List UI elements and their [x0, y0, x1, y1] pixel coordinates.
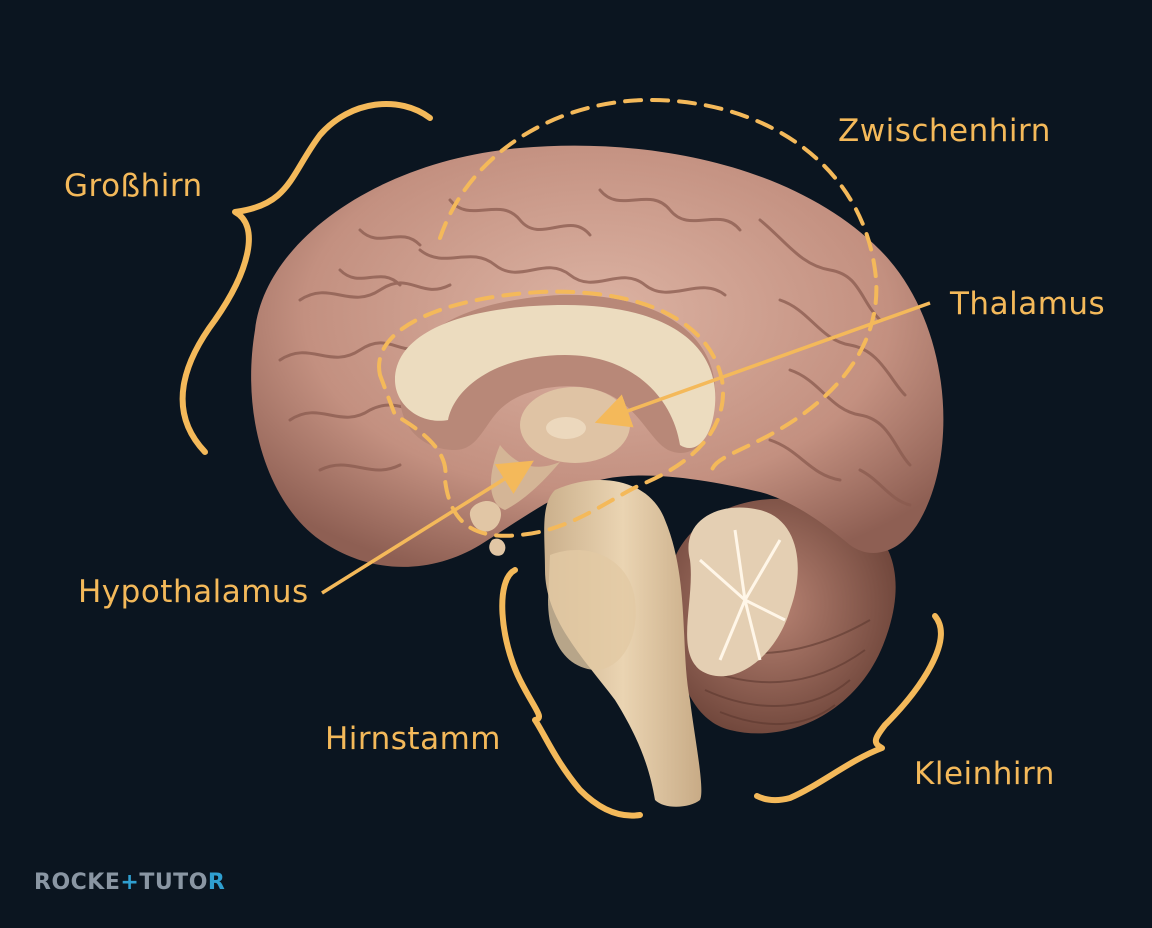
brand-logo: ROCKE+TUTOR [34, 872, 225, 894]
logo-text-part3: R [207, 870, 226, 895]
annotation-arrows [321, 301, 931, 595]
brainstem [544, 480, 702, 807]
label-hypothalamus: Hypothalamus [78, 574, 309, 610]
zwischenhirn-outline [438, 97, 879, 472]
annotation-outlines [377, 97, 879, 538]
cerebellum [668, 498, 896, 734]
hypothalamus-arrow [321, 460, 534, 595]
logo-plus-symbol: + [120, 870, 140, 895]
label-grosshirn: Großhirn [64, 168, 203, 204]
label-kleinhirn: Kleinhirn [914, 756, 1055, 792]
logo-text-part1: ROCKE [34, 870, 121, 895]
inner-structure-outline [377, 289, 726, 538]
kleinhirn-brace [754, 613, 944, 804]
annotation-braces [179, 100, 944, 819]
logo-text-part2: TUTO [139, 870, 208, 895]
label-hirnstamm: Hirnstamm [325, 721, 501, 757]
thalamus-arrow [594, 301, 931, 428]
hirnstamm-brace [499, 567, 643, 819]
label-zwischenhirn: Zwischenhirn [838, 113, 1051, 149]
grosshirn-brace [179, 100, 433, 455]
label-thalamus: Thalamus [950, 286, 1106, 322]
cerebrum [251, 145, 944, 567]
